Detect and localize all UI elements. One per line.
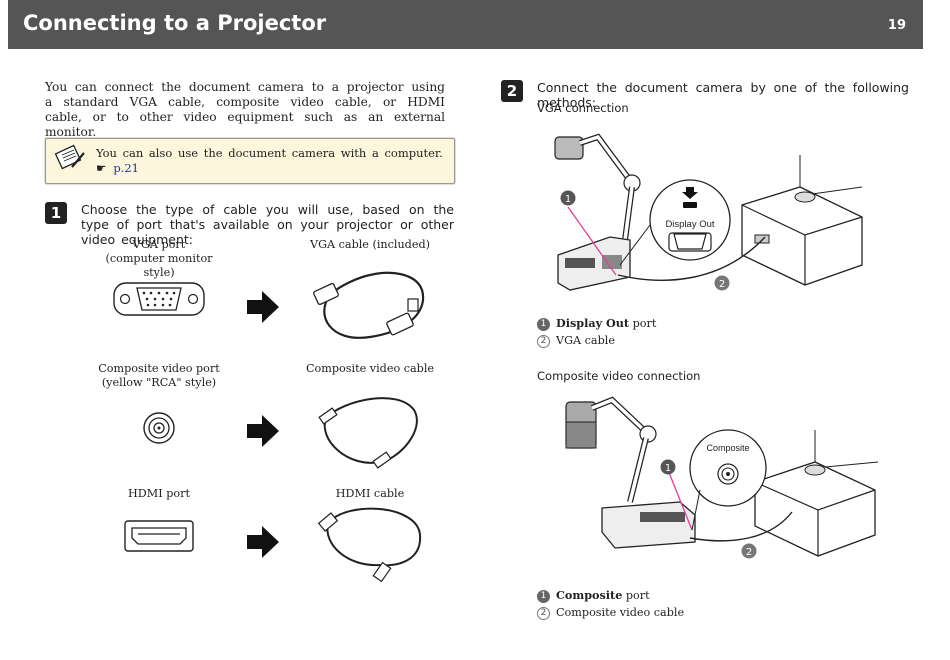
hdmi-cable-image (317, 507, 422, 583)
note-pencil-icon (54, 144, 85, 170)
legend-bold: Composite (556, 588, 623, 602)
legend-rest: VGA cable (556, 334, 615, 347)
pointing-hand-icon: ☛ (96, 161, 107, 175)
page-number: 19 (887, 18, 906, 33)
composite-connection-diagram: 1 2 Composite (565, 396, 879, 559)
composite-cable-image (318, 397, 418, 469)
vga-port-label: VGA port (computer monitor style) (105, 238, 213, 279)
legend-rest: Composite video cable (556, 606, 685, 619)
composite-cable-label: Composite video cable (305, 362, 435, 375)
composite-legend-item-2: 2 Composite video cable (537, 606, 684, 620)
right-arrow-icon (247, 526, 279, 558)
svg-text:2: 2 (719, 279, 725, 290)
number-1-icon: 1 (537, 317, 550, 331)
composite-port-label: Composite video port (yellow "RCA" style… (98, 362, 220, 389)
vga-cable-image (313, 271, 425, 339)
number-1-icon: 1 (537, 589, 550, 603)
composite-port-icon (143, 412, 175, 444)
vga-connection-heading: VGA connection (537, 101, 629, 115)
legend-rest: port (622, 589, 650, 602)
right-arrow-icon (247, 415, 279, 447)
vga-legend-item-1: 1 Display Out port (537, 316, 656, 331)
step-2-badge: 2 (501, 80, 523, 102)
note-box: You can also use the document camera wit… (45, 138, 455, 184)
page-header: Connecting to a Projector 19 (8, 0, 923, 49)
legend-rest: port (629, 317, 657, 330)
page-title: Connecting to a Projector (23, 11, 327, 35)
svg-text:2: 2 (746, 547, 752, 558)
note-link[interactable]: ☛ p.21 (96, 161, 139, 175)
legend-bold: Display Out (556, 316, 630, 330)
svg-text:1: 1 (665, 463, 671, 474)
vga-port-icon (113, 282, 205, 316)
display-out-callout-label: Display Out (665, 219, 714, 230)
step-2-text: Connect the document camera by one of th… (537, 80, 909, 110)
vga-legend-item-2: 2 VGA cable (537, 334, 615, 348)
step-1-text: Choose the type of cable you will use, b… (81, 202, 454, 247)
vga-cable-label: VGA cable (included) (309, 238, 430, 251)
hdmi-port-label: HDMI port (128, 487, 190, 500)
vga-connection-diagram: 1 2 Display Out (554, 133, 863, 291)
note-link-text[interactable]: p.21 (113, 161, 139, 175)
intro-paragraph: You can connect the document camera to a… (45, 80, 445, 139)
step-1-badge: 1 (45, 202, 67, 224)
number-2-icon: 2 (537, 334, 550, 348)
right-arrow-icon (247, 291, 279, 323)
note-text: You can also use the document camera wit… (96, 146, 443, 160)
number-2-icon: 2 (537, 606, 550, 620)
svg-text:1: 1 (565, 194, 571, 205)
composite-callout-label: Composite (706, 443, 749, 453)
composite-connection-heading: Composite video connection (537, 369, 701, 383)
hdmi-port-icon (124, 520, 194, 552)
composite-legend-item-1: 1 Composite port (537, 588, 650, 603)
hdmi-cable-label: HDMI cable (335, 487, 405, 500)
